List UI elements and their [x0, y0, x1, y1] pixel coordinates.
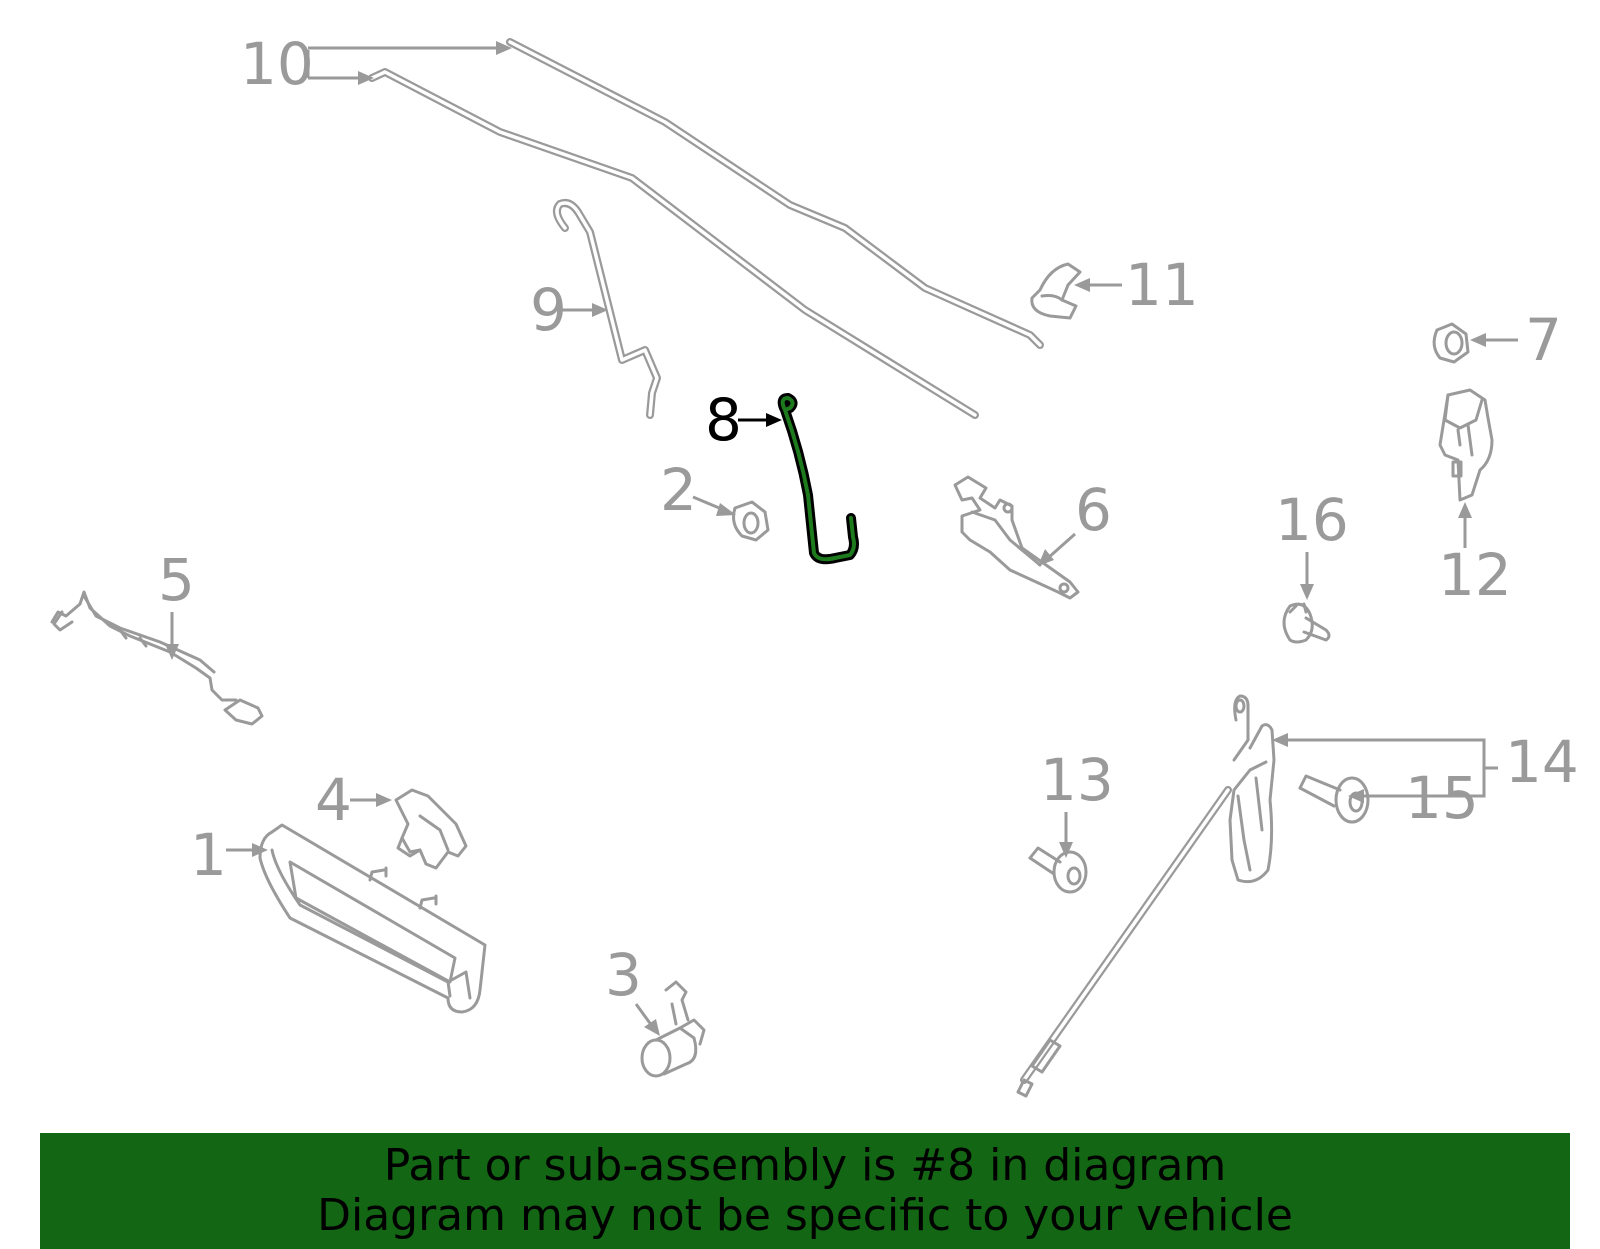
- callout-4: 4: [315, 766, 392, 834]
- callout-14: 14: [1272, 728, 1579, 803]
- part-15-bolt: [1298, 774, 1370, 824]
- callout-5: 5: [158, 546, 195, 660]
- part-4-sensor: [394, 788, 468, 870]
- part-3-socket: [640, 980, 706, 1078]
- info-banner: Part or sub-assembly is #8 in diagram Di…: [40, 1133, 1570, 1249]
- callout-8: 8: [705, 386, 782, 454]
- part-13-bolt: [1028, 846, 1088, 894]
- part-5-harness: [50, 590, 264, 726]
- svg-text:13: 13: [1040, 746, 1114, 814]
- banner-line-1: Part or sub-assembly is #8 in diagram: [383, 1140, 1227, 1191]
- svg-text:5: 5: [158, 546, 195, 614]
- banner-line-2: Diagram may not be specific to your vehi…: [317, 1190, 1293, 1241]
- svg-text:8: 8: [705, 386, 742, 454]
- part-12-bracket: [1438, 388, 1494, 502]
- callout-6: 6: [1038, 476, 1112, 566]
- svg-text:2: 2: [660, 456, 697, 524]
- part-8-rod-highlighted: [777, 393, 859, 565]
- svg-text:7: 7: [1525, 306, 1562, 374]
- part-16-push-pin: [1282, 602, 1331, 644]
- svg-text:9: 9: [530, 276, 567, 344]
- part-9-rod: [552, 199, 661, 419]
- svg-text:15: 15: [1405, 764, 1479, 832]
- callout-2: 2: [660, 456, 736, 524]
- callout-16: 16: [1275, 486, 1349, 600]
- svg-text:4: 4: [315, 766, 352, 834]
- svg-text:10: 10: [240, 30, 314, 98]
- callout-12: 12: [1438, 502, 1512, 609]
- svg-text:12: 12: [1438, 541, 1512, 609]
- callout-15: 15: [1405, 764, 1479, 832]
- svg-text:11: 11: [1125, 251, 1199, 319]
- part-10-rods: [368, 38, 1044, 419]
- part-6-bracket: [953, 475, 1080, 600]
- callout-13: 13: [1040, 746, 1114, 858]
- svg-text:1: 1: [190, 821, 227, 889]
- callout-3: 3: [605, 941, 660, 1036]
- callout-1: 1: [190, 821, 268, 889]
- callout-7: 7: [1470, 306, 1562, 374]
- svg-text:16: 16: [1275, 486, 1349, 554]
- svg-text:6: 6: [1075, 476, 1112, 544]
- part-14-cable: [1016, 694, 1276, 1098]
- part-7-nut: [1432, 322, 1470, 364]
- svg-text:3: 3: [605, 941, 642, 1009]
- callout-10: 10: [240, 30, 512, 98]
- part-11-clip: [1030, 262, 1082, 320]
- callout-9: 9: [530, 276, 608, 344]
- svg-text:14: 14: [1505, 728, 1579, 796]
- callout-11: 11: [1074, 251, 1199, 319]
- part-2-nut: [732, 500, 770, 542]
